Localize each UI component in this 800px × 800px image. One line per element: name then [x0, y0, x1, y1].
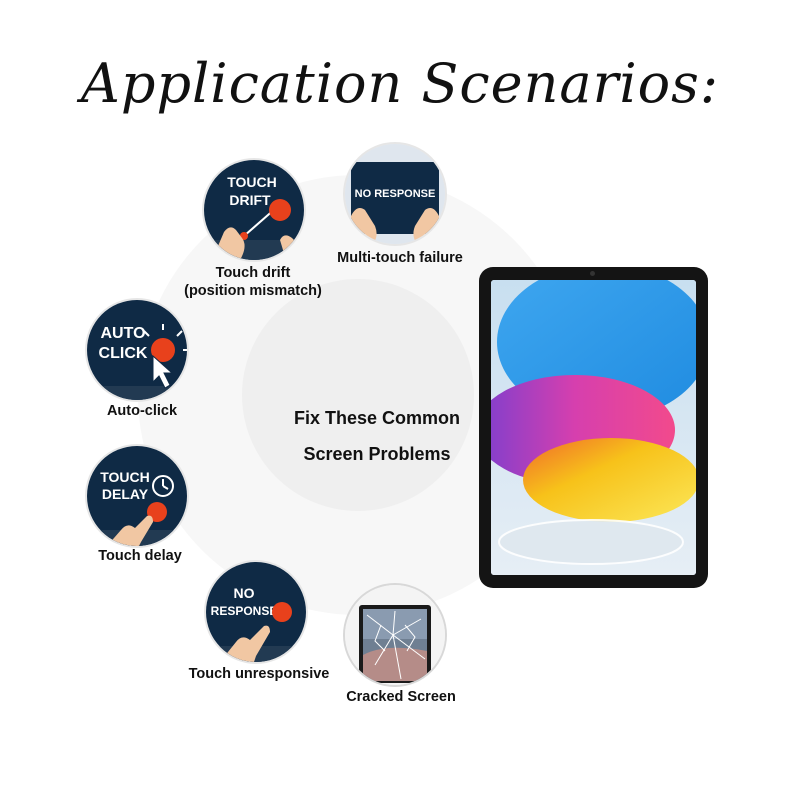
- center-caption-line1: Fix These Common: [293, 408, 461, 428]
- center-caption-line2: Screen Problems: [303, 444, 451, 464]
- touch-delay-icon-text-1: TOUCH: [100, 469, 150, 485]
- background-ring-inner: [242, 279, 474, 511]
- auto-click-badge: AUTO CLICK: [87, 300, 187, 400]
- tablet-device: [479, 267, 708, 588]
- press-dot-icon: [272, 602, 292, 622]
- click-burst-icon: [151, 338, 175, 362]
- cursor-arrow-icon: [152, 354, 174, 389]
- multi-touch-failure-badge: NO RESPONSE: [345, 144, 445, 244]
- auto-click-icon-text-2: CLICK: [99, 345, 148, 362]
- touch-unresponsive-badge: NO RESPONSE: [206, 562, 306, 662]
- crack-lines-icon: [366, 610, 426, 680]
- touch-delay-badge: TOUCH DELAY: [87, 446, 187, 546]
- touch-drift-icon-text-1: TOUCH: [227, 174, 277, 190]
- tablet-screen: [491, 280, 696, 575]
- touch-drift-subtitle: (position mismatch): [184, 283, 322, 299]
- no-response-icon-text: NO RESPONSE: [355, 188, 436, 200]
- pointing-hand-icon: [107, 515, 153, 546]
- pressing-hand-icon: [220, 625, 270, 662]
- touch-unresponsive-icon-text-1: NO: [234, 585, 255, 601]
- page-title: Application Scenarios:: [80, 52, 720, 115]
- auto-click-icon-text-1: AUTO: [100, 325, 145, 342]
- touch-unresponsive-label: Touch unresponsive: [188, 666, 330, 682]
- camera-icon: [590, 271, 595, 276]
- touch-delay-icon-text-2: DELAY: [102, 486, 149, 502]
- touch-dot-icon: [147, 502, 167, 522]
- multi-touch-failure-label: Multi-touch failure: [337, 250, 463, 266]
- clock-icon: [152, 475, 174, 497]
- touch-drift-icon-text-2: DRIFT: [229, 192, 271, 208]
- touch-drift-badge: TOUCH DRIFT: [204, 160, 304, 260]
- touch-delay-label: Touch delay: [98, 548, 182, 564]
- cracked-screen-badge: [345, 585, 445, 685]
- auto-click-label: Auto-click: [106, 403, 178, 419]
- touch-drift-title: Touch drift: [215, 265, 291, 281]
- touch-unresponsive-icon-text-2: RESPONSE: [211, 604, 278, 618]
- center-caption: Fix These Common Screen Problems: [262, 400, 492, 472]
- wallpaper-graphic: [491, 280, 696, 575]
- cracked-screen-label: Cracked Screen: [346, 689, 456, 705]
- touch-drift-label: Touch drift (position mismatch): [170, 264, 336, 300]
- target-dot-icon: [269, 199, 291, 221]
